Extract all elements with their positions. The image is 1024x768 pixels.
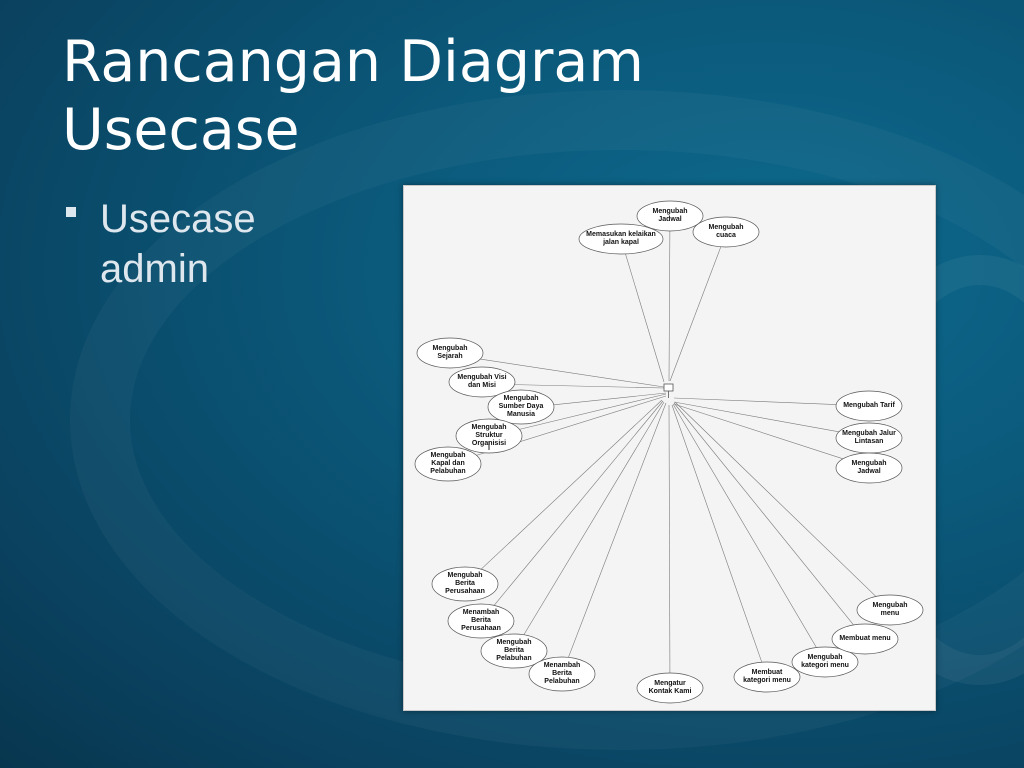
- square-bullet-icon: [66, 207, 76, 217]
- use-case-ellipse: [448, 366, 516, 398]
- use-case-ellipse: [455, 418, 523, 454]
- association-line: [669, 246, 722, 382]
- association-line: [671, 404, 763, 663]
- use-case-ellipse: [636, 672, 704, 704]
- use-case-ellipse: [447, 603, 515, 639]
- use-case-ellipse: [733, 661, 801, 693]
- association-line: [519, 393, 667, 430]
- use-case-ellipse: [692, 216, 760, 248]
- use-case-ellipse: [835, 422, 903, 454]
- association-line: [668, 404, 671, 674]
- use-case-ellipse: [416, 337, 484, 369]
- association-line: [480, 399, 663, 570]
- use-case-ellipse: [636, 200, 704, 232]
- association-line: [673, 397, 837, 405]
- association-line: [568, 402, 667, 658]
- association-line: [673, 403, 844, 460]
- use-case-ellipse: [431, 566, 499, 602]
- association-line: [673, 401, 839, 433]
- association-line: [674, 401, 877, 597]
- association-line: [553, 392, 667, 406]
- use-case-ellipse: [856, 594, 924, 626]
- association-line: [625, 253, 665, 383]
- use-case-ellipse: [835, 452, 903, 484]
- association-line: [668, 230, 671, 382]
- association-line: [673, 402, 854, 626]
- association-line: [493, 400, 664, 606]
- actor-icon: [663, 383, 674, 392]
- use-case-ellipse: [414, 446, 482, 482]
- association-line: [514, 384, 665, 389]
- use-case-ellipses: [414, 200, 924, 704]
- association-line: [480, 358, 665, 388]
- use-case-ellipse: [487, 389, 555, 425]
- association-line: [523, 401, 665, 635]
- use-case-ellipse: [578, 223, 664, 255]
- diagram-canvas: [414, 200, 924, 704]
- association-lines: [476, 230, 877, 674]
- use-case-ellipse: [835, 390, 903, 422]
- use-case-ellipse: [528, 656, 596, 692]
- bullet-text: Usecase admin: [100, 197, 256, 291]
- bullet-item: Usecase admin: [66, 194, 300, 294]
- use-case-ellipse: [831, 623, 899, 655]
- slide-title: Rancangan Diagram Usecase: [62, 29, 644, 163]
- association-line: [672, 403, 817, 648]
- use-case-ellipse: [791, 646, 859, 678]
- use-case-ellipse: [480, 633, 548, 669]
